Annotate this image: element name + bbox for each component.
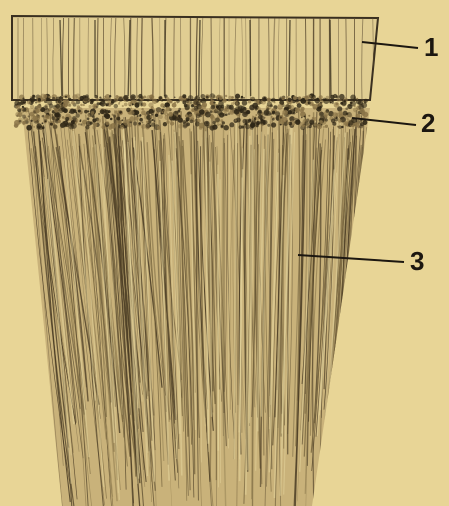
fibrous-layer (22, 108, 370, 506)
label-3: 3 (410, 248, 424, 274)
label-1: 1 (424, 34, 438, 60)
columnar-layer (12, 16, 378, 100)
label-2: 2 (421, 110, 435, 136)
